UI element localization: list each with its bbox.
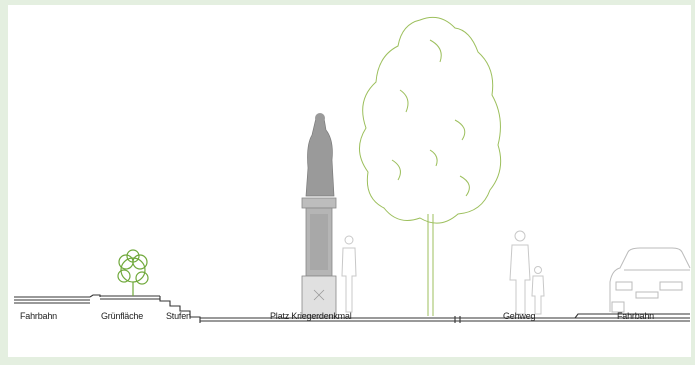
pedestrian-icon [341,235,357,313]
label-gehweg: Gehweg [503,311,536,321]
memorial-pedestal-icon [301,197,337,317]
pedestrian-family-icon [509,230,545,315]
label-stufen: Stufen [166,311,191,321]
car-icon [609,247,691,313]
shrub-icon [117,249,149,296]
statue-figure-icon [305,113,335,197]
tree-icon [359,16,502,316]
label-fahrbahn-left: Fahrbahn [20,311,57,321]
ground-section-line [14,294,690,323]
label-fahrbahn-right: Fahrbahn [617,311,654,321]
section-drawing-canvas [8,5,691,357]
label-platz-kriegerdenkmal: Platz Kriegerdenkmal [270,311,352,321]
label-gruenflaeche: Grünfläche [101,311,144,321]
